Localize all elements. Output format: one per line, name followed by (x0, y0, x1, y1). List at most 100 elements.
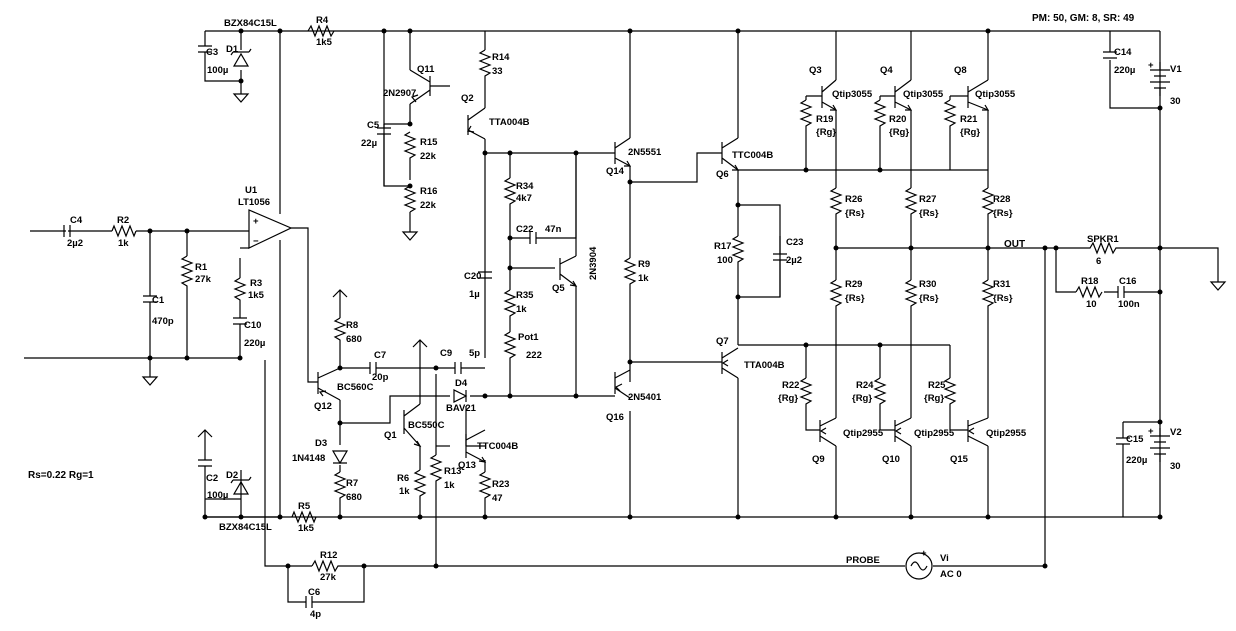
SPKR1-value: 6 (1096, 256, 1101, 267)
Vi-value: AC 0 (940, 569, 962, 580)
R30-name: R30 (919, 279, 936, 290)
Q9-value: Qtip2955 (843, 428, 884, 439)
R9-value: 1k (638, 273, 649, 284)
transistor-Q13 (465, 429, 487, 463)
resistor-R26 (829, 187, 843, 222)
svg-text:+: + (1148, 426, 1154, 437)
supply-arrow-icon (412, 339, 428, 350)
Q6-value: TTC004B (732, 150, 773, 161)
capacitor-C3 (198, 45, 212, 70)
Q2-name: Q2 (461, 93, 474, 104)
params-note: Rs=0.22 Rg=1 (28, 470, 94, 481)
R8-value: 680 (346, 334, 362, 345)
Q1-name: Q1 (384, 430, 397, 441)
R31-value: {Rs} (993, 293, 1013, 304)
R3-name: R3 (250, 278, 262, 289)
supply-arrow-icon (332, 289, 348, 300)
Q5-value: 2N3904 (588, 246, 599, 280)
R8-name: R8 (346, 320, 358, 331)
R18-name: R18 (1081, 276, 1098, 287)
D3-value: 1N4148 (292, 453, 325, 464)
diodes (230, 48, 468, 495)
capacitor-C20 (478, 271, 492, 279)
Q10-value: Qtip2955 (914, 428, 955, 439)
R12-name: R12 (320, 550, 337, 561)
C23-name: C23 (786, 237, 803, 248)
Q14-value: 2N5551 (628, 147, 662, 158)
Q13-value: TTC004B (477, 441, 518, 452)
D4-value: BAV21 (446, 403, 477, 414)
out-net-label: OUT (1004, 239, 1025, 250)
sim-params-text: PM: 50, GM: 8, SR: 49 (1032, 13, 1135, 24)
R2-value: 1k (118, 238, 129, 249)
Q5-name: Q5 (552, 283, 565, 294)
supply-arrow-icon (197, 429, 213, 438)
Q13-name: Q13 (458, 460, 476, 471)
D1-name: D1 (226, 44, 239, 55)
horizontal-resistors (111, 24, 1138, 573)
Q7-value: TTA004B (744, 360, 785, 371)
R26-value: {Rs} (845, 208, 865, 219)
resistor-R23 (478, 471, 492, 504)
transistor-Q10 (894, 417, 912, 447)
transistors (317, 69, 990, 463)
D3-name: D3 (315, 438, 327, 449)
capacitor-C15 (1116, 437, 1130, 450)
resistor-R21 (943, 99, 957, 128)
resistor-R1 (180, 255, 194, 290)
svg-text:−: − (253, 236, 259, 247)
resistor-R4 (307, 24, 335, 38)
SPKR1-name: SPKR1 (1087, 234, 1119, 245)
Q11-name: Q11 (417, 64, 435, 75)
ground-icon (232, 93, 250, 103)
wires (24, 30, 1219, 603)
C16-value: 100n (1118, 299, 1140, 310)
C14-name: C14 (1114, 47, 1132, 58)
R22-name: R22 (782, 380, 799, 391)
resistor-R17 (731, 235, 745, 270)
Q11-value: 2N2907 (383, 88, 416, 99)
C10-name: C10 (244, 320, 261, 331)
R26-name: R26 (845, 194, 862, 205)
R24-value: {Rg} (852, 393, 872, 404)
ground-symbols (141, 93, 1227, 438)
D4-name: D4 (455, 378, 468, 389)
labels: PM: 50, GM: 8, SR: 49 Rs=0.22 Rg=1 BZX84… (28, 13, 1182, 620)
R30-value: {Rs} (919, 293, 939, 304)
resistor-R15 (403, 131, 417, 162)
C15-name: C15 (1126, 434, 1144, 445)
transistor-Q1 (403, 403, 422, 448)
R1-value: 27k (195, 274, 212, 285)
transistor-Q2 (467, 107, 486, 140)
Q2-value: TTA004B (489, 117, 530, 128)
resistor-R7 (333, 471, 347, 506)
vertical-resistors (180, 49, 995, 506)
diode-D4 (453, 389, 468, 403)
R4-name: R4 (316, 15, 329, 26)
transistor-Q9 (819, 417, 837, 447)
capacitor-C10 (233, 317, 247, 344)
Q7-name: Q7 (716, 336, 729, 347)
capacitor-C22 (529, 232, 552, 244)
R19-name: R19 (816, 114, 833, 125)
D2-value: BZX84C15L (219, 522, 272, 533)
C23-value: 2µ2 (786, 255, 802, 266)
capacitor-C14 (1103, 51, 1117, 59)
resistor-R22 (799, 377, 813, 406)
R4-value: 1k5 (316, 37, 333, 48)
R34-value: 4k7 (516, 193, 532, 204)
capacitor-C9 (448, 362, 470, 374)
C14-value: 220µ (1114, 65, 1135, 76)
R9-name: R9 (638, 259, 650, 270)
C15-value: 220µ (1126, 455, 1147, 466)
R35-name: R35 (516, 290, 534, 301)
R15-value: 22k (420, 151, 437, 162)
R14-value: 33 (492, 66, 503, 77)
C1-value: 470p (152, 316, 174, 327)
R23-value: 47 (492, 493, 503, 504)
transistor-Q6 (721, 137, 740, 171)
potentiometer-Pot1 (503, 331, 517, 366)
C22-value: 47n (545, 224, 562, 235)
ground-icon (141, 376, 159, 386)
